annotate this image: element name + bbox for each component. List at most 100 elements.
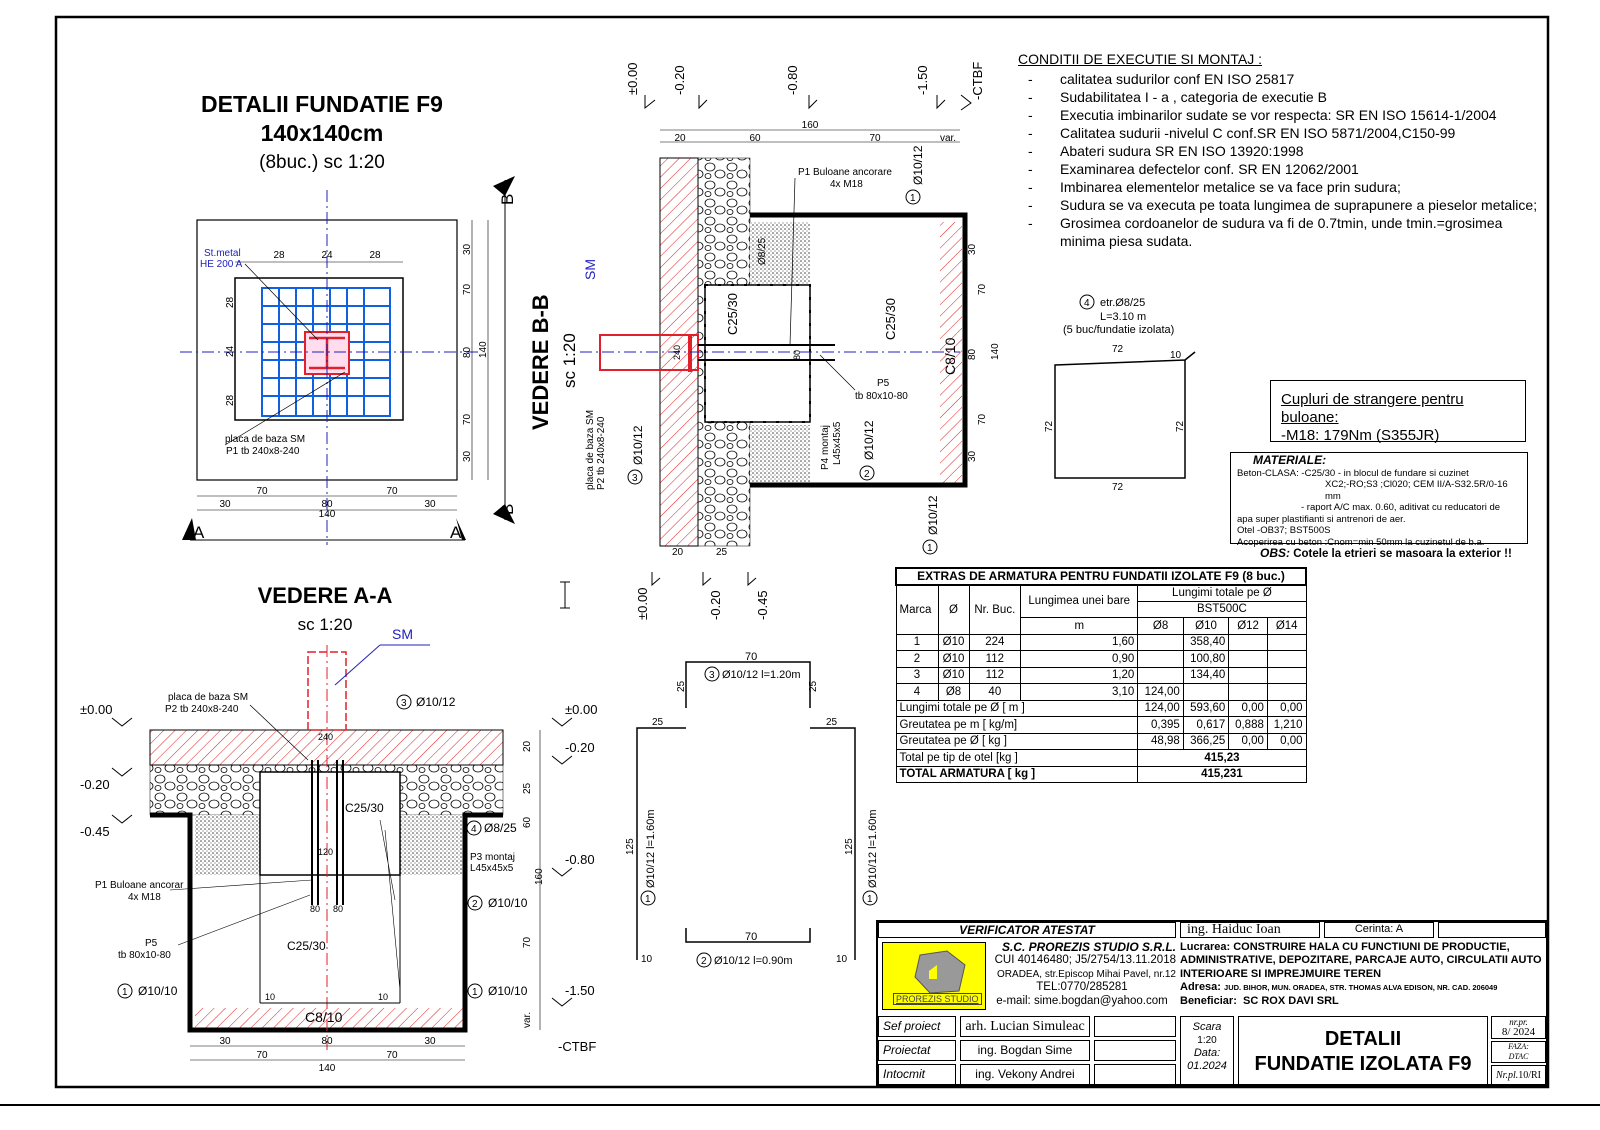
- project-info: Lucrarea: CONSTRUIRE HALA CU FUNCTIUNI D…: [1180, 941, 1546, 1008]
- col-group: Lungimi totale pe Ø: [1137, 584, 1307, 602]
- svg-text:25: 25: [808, 680, 819, 692]
- torque-value: -M18: 179Nm (S355JR): [1281, 427, 1440, 444]
- svg-text:80: 80: [333, 904, 343, 914]
- svg-text:L45x45x5: L45x45x5: [470, 863, 514, 874]
- svg-text:25: 25: [676, 680, 687, 692]
- svg-text:10: 10: [836, 954, 848, 965]
- torque-box: Cupluri de strangere pentru buloane: -M1…: [1270, 380, 1526, 444]
- faza-value: DTAC: [1508, 1052, 1529, 1061]
- table-cell: [1137, 666, 1184, 684]
- table-cell: 0,395: [1137, 716, 1184, 734]
- svg-text:P3 montaj: P3 montaj: [470, 852, 515, 863]
- nrpl-value: 10/RI: [1518, 1070, 1541, 1081]
- conditions-list: calitatea sudurilor conf EN ISO 25817Sud…: [1018, 70, 1537, 250]
- svg-text:70: 70: [462, 283, 473, 295]
- svg-text:160: 160: [802, 120, 819, 131]
- svg-text:St.metal: St.metal: [204, 248, 241, 259]
- svg-text:72: 72: [1044, 420, 1055, 432]
- table-cell: [1228, 683, 1268, 701]
- table-cell: 48,98: [1137, 732, 1184, 750]
- svg-text:Ø8/25: Ø8/25: [484, 821, 517, 835]
- svg-text:1: 1: [867, 894, 873, 905]
- svg-text:Ø10/12 l=1.20m: Ø10/12 l=1.20m: [722, 669, 801, 681]
- col-nr: Nr. Buc.: [968, 584, 1022, 635]
- svg-text:P2 tb 240x8-240: P2 tb 240x8-240: [596, 416, 607, 490]
- table-cell: 40: [968, 683, 1022, 701]
- svg-text:P4 montaj: P4 montaj: [820, 425, 831, 470]
- project-number: nr.pr.8/ 2024: [1491, 1016, 1546, 1039]
- svg-text:24: 24: [225, 345, 236, 357]
- svg-text:1: 1: [472, 987, 478, 998]
- company-cui: CUI 40146480; J5/2754/13.11.2018: [994, 954, 1176, 967]
- svg-text:70: 70: [386, 1050, 398, 1061]
- col-d8: Ø8: [1137, 617, 1184, 635]
- svg-text:28: 28: [225, 296, 236, 308]
- svg-text:P1 Buloane ancorar: P1 Buloane ancorar: [95, 880, 184, 891]
- svg-text:Ø10/12: Ø10/12: [926, 495, 940, 535]
- svg-text:10: 10: [1170, 350, 1182, 361]
- data-label: Data:: [1193, 1047, 1221, 1059]
- company-email: e-mail: sime.bogdan@yahoo.com: [996, 994, 1168, 1007]
- svg-text:70: 70: [745, 651, 757, 663]
- svg-text:240: 240: [672, 345, 682, 360]
- company-logo: PROREZIS STUDIO: [882, 942, 986, 1010]
- table-cell: 0,00: [1228, 699, 1268, 717]
- svg-text:80: 80: [462, 346, 473, 358]
- col-unit: m: [1020, 617, 1139, 635]
- svg-text:-CTBF: -CTBF: [558, 1039, 596, 1054]
- svg-text:placa de baza SM: placa de baza SM: [585, 410, 596, 490]
- col-d10: Ø10: [1182, 617, 1230, 635]
- svg-text:Ø10/12: Ø10/12: [911, 145, 925, 185]
- svg-text:-0.45: -0.45: [755, 590, 770, 620]
- table-cell: Ø10: [937, 666, 970, 684]
- view-bb-title: VEDERE B-B: [528, 294, 553, 430]
- svg-text:140: 140: [990, 343, 1001, 360]
- table-cell: 1: [895, 633, 939, 651]
- table-cell: 0,617: [1182, 716, 1230, 734]
- col-steel: BST500C: [1137, 600, 1307, 618]
- company-name: S.C. PROREZIS STUDIO S.R.L.: [1001, 940, 1176, 954]
- section-marker-a: A: [193, 523, 205, 542]
- signature-cell: [1094, 1040, 1176, 1061]
- svg-text:30: 30: [462, 450, 473, 462]
- svg-text:A: A: [450, 523, 462, 542]
- condition-item: Imbinarea elementelor metalice se va fac…: [1018, 178, 1537, 196]
- svg-text:Ø10/12 l=1.60m: Ø10/12 l=1.60m: [867, 809, 879, 888]
- materials-line: apa super plastifianti si antrenori de a…: [1237, 513, 1406, 525]
- svg-text:70: 70: [256, 1050, 268, 1061]
- svg-text:±0.00: ±0.00: [635, 588, 650, 620]
- svg-text:30: 30: [219, 499, 231, 510]
- svg-text:HE 200 A: HE 200 A: [200, 259, 243, 270]
- table-cell: Ø10: [937, 650, 970, 668]
- svg-text:placa de baza SM: placa de baza SM: [225, 434, 305, 445]
- svg-text:72: 72: [1112, 482, 1124, 493]
- svg-text:Ø10/10: Ø10/10: [488, 984, 528, 998]
- svg-text:72: 72: [1175, 420, 1186, 432]
- lucrarea-label: Lucrarea:: [1180, 941, 1231, 953]
- table-cell: 1,20: [1020, 666, 1139, 684]
- svg-text:C25/30: C25/30: [725, 293, 740, 335]
- table-cell: [1228, 666, 1268, 684]
- svg-text:Ø10/12 l=1.60m: Ø10/12 l=1.60m: [645, 809, 657, 888]
- svg-text:-1.50: -1.50: [915, 65, 930, 95]
- svg-text:125: 125: [625, 838, 636, 855]
- svg-text:±0.00: ±0.00: [80, 702, 112, 717]
- table-cell: [1228, 633, 1268, 651]
- materials-line: Otel -OB37; BST500S: [1237, 525, 1331, 536]
- title-scale: (8buc.) sc 1:20: [259, 152, 385, 173]
- table-cell: 124,00: [1137, 699, 1184, 717]
- table-cell: 1,60: [1020, 633, 1139, 651]
- table-cell: [1266, 666, 1307, 684]
- svg-text:-0.80: -0.80: [565, 852, 595, 867]
- svg-text:30: 30: [967, 450, 978, 462]
- table-cell: 4: [895, 683, 939, 701]
- svg-text:30: 30: [219, 1036, 231, 1047]
- role-label: Sef proiect: [878, 1016, 956, 1037]
- table-total-row: Total pe tip de otel [kg ]415,23: [895, 749, 1307, 767]
